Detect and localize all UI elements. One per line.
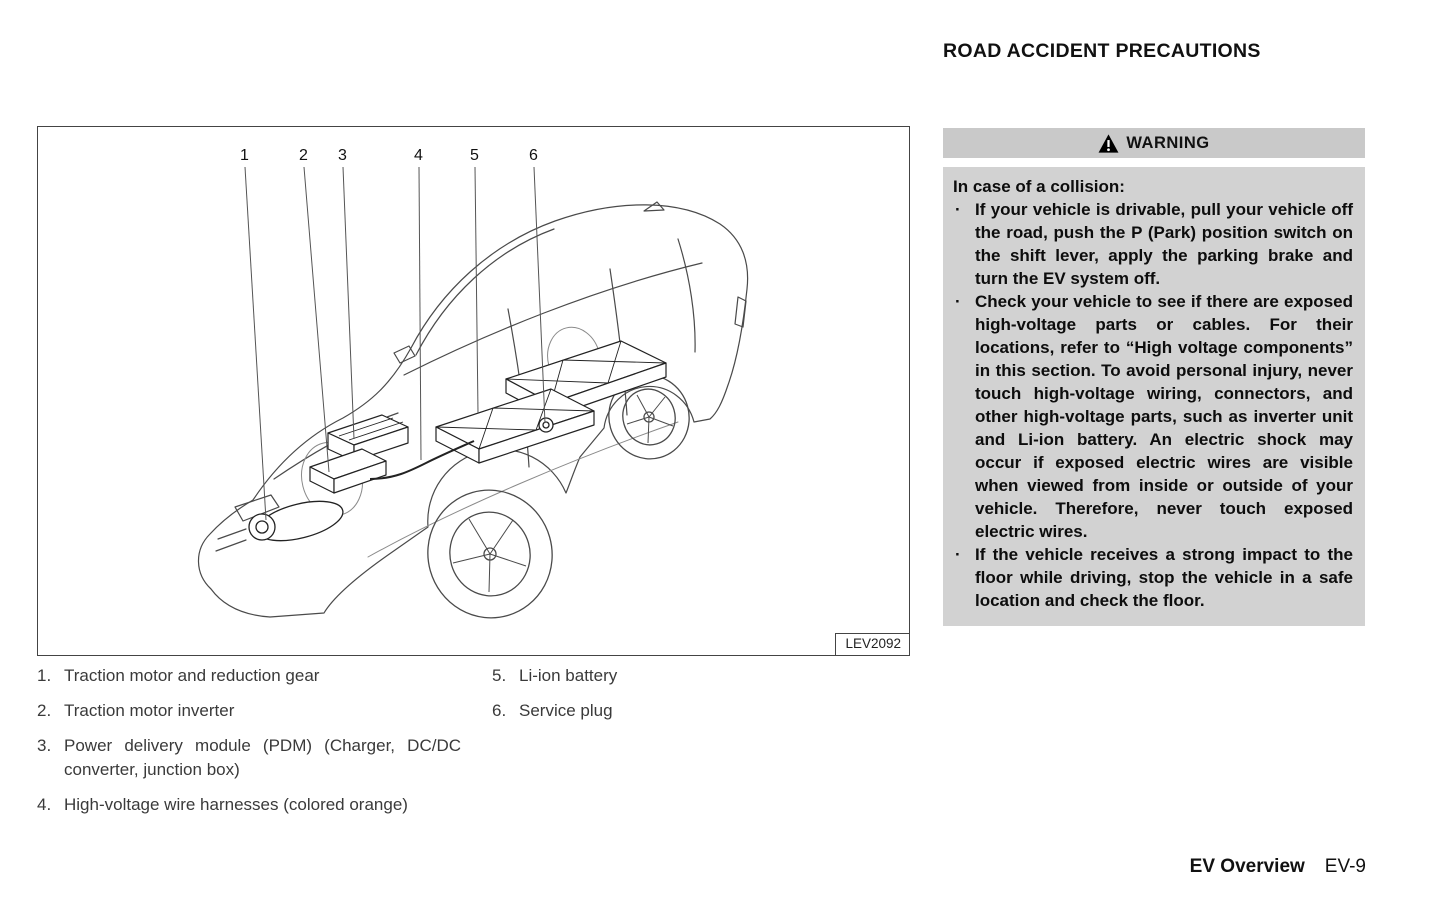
- legend-item: 1. Traction motor and reduction gear: [37, 664, 461, 688]
- legend-item-number: 1.: [37, 666, 52, 685]
- car-outline: [197, 201, 749, 618]
- callout-5: 5: [470, 147, 479, 164]
- warning-bullet-text: If your vehicle is drivable, pull your v…: [975, 200, 1353, 288]
- legend-item: 4. High-voltage wire harnesses (colored …: [37, 793, 461, 817]
- legend-item: 3. Power delivery module (PDM) (Charger,…: [37, 734, 461, 782]
- legend-item: 5. Li-ion battery: [492, 664, 822, 688]
- legend-item-text: Power delivery module (PDM) (Charger, DC…: [64, 736, 461, 779]
- legend-column-left: 1. Traction motor and reduction gear 2. …: [37, 664, 461, 828]
- bullet-marker: ·: [955, 545, 961, 564]
- callout-numbers: 1 2 3 4 5 6: [240, 147, 538, 164]
- legend-item-text: Service plug: [519, 701, 613, 720]
- callout-leader-lines: [244, 166, 546, 521]
- figure-code-label: LEV2092: [835, 633, 909, 655]
- legend-item: 6. Service plug: [492, 699, 822, 723]
- legend-item-number: 3.: [37, 736, 52, 755]
- warning-bullet: · If your vehicle is drivable, pull your…: [953, 198, 1353, 290]
- front-wheel: [427, 489, 553, 619]
- legend-column-right: 5. Li-ion battery 6. Service plug: [492, 664, 822, 734]
- warning-bullet: · If the vehicle receives a strong impac…: [953, 543, 1353, 612]
- warning-bullet-text: If the vehicle receives a strong impact …: [975, 545, 1353, 610]
- side-mirror: [393, 345, 416, 364]
- rear-lamp: [734, 296, 747, 328]
- front-grille: [215, 528, 247, 552]
- ev-components-diagram-svg: 1 2 3 4 5 6: [197, 147, 749, 619]
- page-footer: EV Overview EV-9: [1190, 856, 1366, 878]
- callout-3: 3: [338, 147, 347, 164]
- warning-bullet: · Check your vehicle to see if there are…: [953, 290, 1353, 543]
- callout-6: 6: [529, 147, 538, 164]
- legend-item-text: High-voltage wire harnesses (colored ora…: [64, 795, 408, 814]
- legend-item-number: 5.: [492, 666, 507, 685]
- callout-1: 1: [240, 147, 249, 164]
- bullet-marker: ·: [955, 200, 961, 219]
- warning-triangle-icon: [1098, 133, 1119, 153]
- service-plug: [538, 417, 554, 433]
- warning-panel-header: WARNING: [943, 128, 1365, 158]
- legend-item-number: 6.: [492, 701, 507, 720]
- traction-motor: [248, 500, 344, 542]
- li-ion-battery-pack: [435, 340, 667, 464]
- bullet-marker: ·: [955, 292, 961, 311]
- warning-title: WARNING: [1126, 133, 1210, 152]
- headlight: [234, 494, 280, 522]
- footer-section-label: EV Overview: [1189, 856, 1305, 877]
- traction-motor-inverter: [309, 448, 387, 494]
- legend-item: 2. Traction motor inverter: [37, 699, 461, 723]
- ev-components-figure: 1 2 3 4 5 6 LEV2092: [37, 126, 910, 656]
- warning-bullet-text: Check your vehicle to see if there are e…: [975, 292, 1353, 541]
- legend-item-text: Traction motor and reduction gear: [64, 666, 320, 685]
- footer-page-number: EV-9: [1324, 856, 1366, 877]
- warning-panel-body: In case of a collision: · If your vehicl…: [943, 167, 1365, 626]
- callout-4: 4: [414, 147, 423, 164]
- page-title: ROAD ACCIDENT PRECAUTIONS: [943, 40, 1261, 62]
- warning-intro: In case of a collision:: [953, 177, 1125, 196]
- legend-item-number: 4.: [37, 795, 52, 814]
- legend-item-text: Li-ion battery: [519, 666, 618, 685]
- callout-2: 2: [299, 147, 308, 164]
- high-voltage-harness: [369, 440, 475, 480]
- legend-item-number: 2.: [37, 701, 52, 720]
- legend-item-text: Traction motor inverter: [64, 701, 235, 720]
- roof-antenna: [643, 201, 665, 212]
